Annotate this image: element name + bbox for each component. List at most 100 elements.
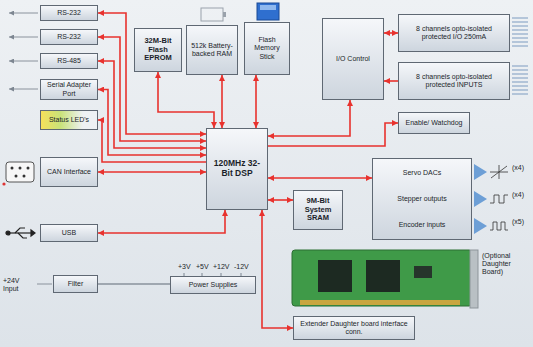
box-text: Encoder inputs <box>399 221 446 229</box>
io-box: 8 channels opto-isolated protected INPUT… <box>398 62 510 100</box>
filter-box: Filter <box>53 275 98 293</box>
power-input-wire <box>37 284 52 285</box>
battery-terminal <box>223 12 226 17</box>
memory-box: 512k Battery-backed RAM <box>186 25 238 75</box>
encoder-wave <box>490 222 508 230</box>
box-text: RS-232 <box>57 9 81 17</box>
io-box: 8 channels opto-isolated protected I/O 2… <box>398 14 510 52</box>
bus-arrow <box>262 210 293 328</box>
connector-body <box>6 162 34 182</box>
port-box: Serial Adapter Port <box>40 79 98 100</box>
led-box: Status LED's <box>40 110 98 130</box>
motion-outputs <box>474 164 508 234</box>
input-label: +24V Input <box>3 277 35 293</box>
analog-symbol <box>490 165 508 179</box>
daughter-board <box>292 250 478 308</box>
output-triangle <box>474 191 487 207</box>
port-box: USB <box>40 224 98 242</box>
usb-trunk <box>9 232 31 233</box>
bus-arrow <box>268 199 293 201</box>
connector-pin <box>19 167 22 170</box>
bus-arrow <box>98 90 206 156</box>
processor-box: 120MHz 32-Bit DSP <box>206 128 268 210</box>
mounting-bracket <box>470 250 478 308</box>
stick-body <box>257 3 279 20</box>
box-text: Extender Daughter board interface conn. <box>296 320 412 336</box>
usb-head <box>31 230 35 236</box>
count-label: (x4) <box>512 164 524 172</box>
box-text: 512k Battery-backed RAM <box>189 42 235 58</box>
port-wire <box>9 13 38 14</box>
bus-arrow <box>268 100 350 136</box>
box-text: Enable/ Watchdog <box>406 119 463 127</box>
rail-label: -12V <box>234 263 249 271</box>
usb-branch <box>15 228 25 233</box>
output-triangle <box>474 164 487 180</box>
port-box: RS-232 <box>40 5 98 21</box>
box-text: Status LED's <box>49 116 89 124</box>
rail-label: +3V <box>178 263 191 271</box>
battery-icon <box>201 8 226 21</box>
battery-body <box>201 8 223 21</box>
box-text: 8 channels opto-isolated protected I/O 2… <box>401 25 507 41</box>
port-box: RS-232 <box>40 29 98 45</box>
output-triangle <box>474 218 487 234</box>
box-text: 8 channels opto-isolated protected INPUT… <box>401 73 507 89</box>
output-pins <box>512 18 528 46</box>
can-connector-icon <box>2 162 34 186</box>
box-text: RS-232 <box>57 33 81 41</box>
box-text: RS-485 <box>57 57 81 65</box>
rail-label: +5V <box>196 263 209 271</box>
motion-box: Servo DACsStepper outputsEncoder inputs <box>372 158 472 240</box>
box-text: Filter <box>68 280 84 288</box>
bus-arrow <box>98 171 206 173</box>
box-text: 120MHz 32-Bit DSP <box>209 159 265 179</box>
edge-connector <box>300 300 460 305</box>
box-text: USB <box>62 229 76 237</box>
bus-arrow <box>158 72 214 128</box>
box-text: Serial Adapter Port <box>43 81 95 97</box>
io-pins <box>512 18 528 94</box>
port-box: RS-485 <box>40 53 98 69</box>
bus-arrow <box>98 283 170 285</box>
bus-arrow <box>384 80 398 82</box>
box-text: CAN Interface <box>47 168 91 176</box>
stick-shine <box>260 5 276 10</box>
control-box: I/O Control <box>322 18 384 100</box>
memory-box: 9M-Bit System SRAM <box>293 190 343 230</box>
chip <box>414 266 432 278</box>
box-text: Stepper outputs <box>397 195 446 203</box>
connector-pin <box>11 167 14 170</box>
box-text: Power Supplies <box>189 281 238 289</box>
connector-pin <box>23 175 26 178</box>
memory-stick-icon <box>257 3 279 20</box>
port-wire <box>9 37 38 38</box>
count-label: (x4) <box>512 191 524 199</box>
box-text: Servo DACs <box>403 169 442 177</box>
bus-arrow <box>384 32 398 34</box>
bus-arrow <box>221 75 223 128</box>
box-text: 32M-Bit Flash EPROM <box>137 37 179 63</box>
connector-box: Extender Daughter board interface conn. <box>293 316 415 340</box>
usb-dot <box>6 231 10 235</box>
watchdog-box: Enable/ Watchdog <box>398 112 470 134</box>
box-text: Flash Memory Stick <box>247 36 287 60</box>
port-wire <box>9 61 38 62</box>
connector-pin <box>15 175 18 178</box>
bus-arrow <box>268 177 372 179</box>
bus-arrow <box>98 120 206 162</box>
port-wire <box>9 89 38 90</box>
chip <box>366 260 400 292</box>
step-wave <box>490 195 508 203</box>
rail-label: +12V <box>213 263 230 271</box>
connector-pin <box>27 167 30 170</box>
pcb <box>292 250 472 306</box>
usb-branch <box>18 233 27 238</box>
usb-icon <box>6 228 35 238</box>
bus-arrow <box>98 210 225 233</box>
power-box: Power Supplies <box>170 276 256 294</box>
bus-arrow <box>255 75 257 128</box>
count-label: (x5) <box>512 218 524 226</box>
box-text: I/O Control <box>336 55 370 63</box>
